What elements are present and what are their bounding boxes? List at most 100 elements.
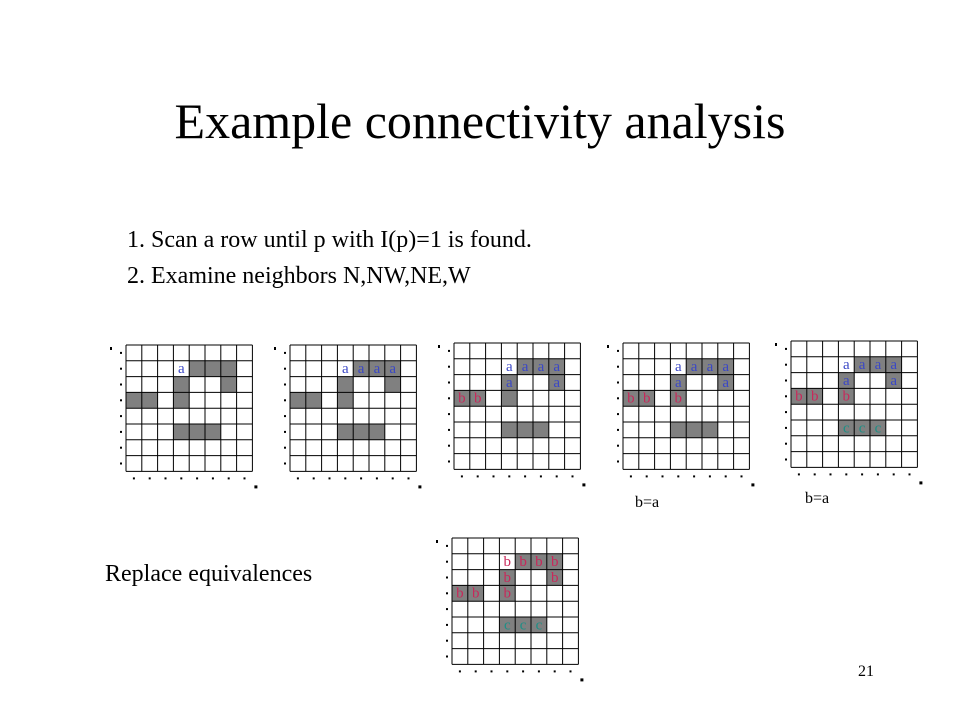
row-tick [448,365,450,368]
row-tick [284,462,286,465]
axis-mark [110,347,112,350]
component-label: a [374,361,381,377]
row-tick [120,383,122,386]
filled-pixel [220,376,237,393]
row-tick [785,458,787,461]
filled-pixel [548,358,565,375]
axis-mark [919,481,923,485]
component-label: c [859,420,866,436]
filled-pixel [517,422,533,438]
col-tick [569,670,572,673]
filled-pixel [838,372,855,389]
row-tick [120,430,122,433]
axis-mark [751,483,755,487]
filled-pixel [854,356,870,373]
col-tick [211,477,214,480]
row-tick [617,381,619,384]
component-label: b [519,554,527,570]
col-tick [180,477,183,480]
component-label: b [504,586,512,602]
row-tick [617,413,619,416]
filled-pixel [533,358,549,375]
component-label: b [504,570,512,586]
row-tick [785,395,787,398]
filled-pixel [533,422,549,438]
row-tick [284,446,286,449]
col-tick [328,477,331,480]
component-label: b [627,391,635,407]
component-label: a [389,361,396,377]
filled-pixel [337,376,354,393]
row-tick [120,351,122,354]
filled-pixel [369,424,385,440]
filled-pixel [838,420,855,436]
col-tick [164,477,167,480]
filled-pixel [499,585,516,602]
col-tick [460,475,463,478]
component-label: a [675,359,682,375]
filled-pixel [717,358,734,375]
row-tick [448,444,450,447]
row-tick [284,430,286,433]
col-tick [490,670,493,673]
col-tick [813,473,816,476]
filled-pixel [515,617,531,633]
component-label: a [553,359,560,375]
col-tick [407,477,410,480]
filled-pixel [686,422,702,438]
filled-pixel [467,585,484,602]
col-tick [677,475,680,478]
col-tick [312,477,315,480]
col-tick [629,475,632,478]
row-tick [448,381,450,384]
filled-pixel [501,390,518,407]
filled-pixel [686,358,702,375]
row-tick [448,349,450,352]
filled-pixel [205,424,221,440]
component-label: b [551,554,559,570]
col-tick [375,477,378,480]
row-tick [785,379,787,382]
component-label: a [178,361,185,377]
slide-title: Example connectivity analysis [174,93,786,149]
axis-mark [775,343,777,346]
component-label: a [859,357,866,373]
filled-pixel [838,388,855,405]
component-label: a [722,359,729,375]
filled-pixel [854,420,870,436]
row-tick [617,428,619,431]
component-label: a [890,373,897,389]
col-tick [553,670,556,673]
filled-pixel [717,374,734,391]
filled-pixel [806,388,823,405]
row-tick [120,399,122,402]
filled-pixel [384,376,401,393]
filled-pixel [337,424,354,440]
filled-pixel [546,569,563,586]
filled-pixel [173,376,190,393]
row-tick [120,446,122,449]
row-tick [617,365,619,368]
row-tick [448,428,450,431]
filled-pixel [189,360,205,377]
col-tick [391,477,394,480]
row-tick [120,367,122,370]
col-tick [344,477,347,480]
row-tick [448,460,450,463]
row-tick [617,444,619,447]
row-tick [120,415,122,418]
filled-pixel [384,360,401,377]
step-examine-neighbors: 2. Examine neighbors N,NW,NE,W [127,263,471,289]
component-label: b [504,554,512,570]
equivalence-note-1: b=a [635,494,660,511]
col-tick [506,670,509,673]
filled-pixel [452,585,468,602]
axis-mark [274,347,276,350]
component-label: a [506,375,513,391]
col-tick [539,475,542,478]
